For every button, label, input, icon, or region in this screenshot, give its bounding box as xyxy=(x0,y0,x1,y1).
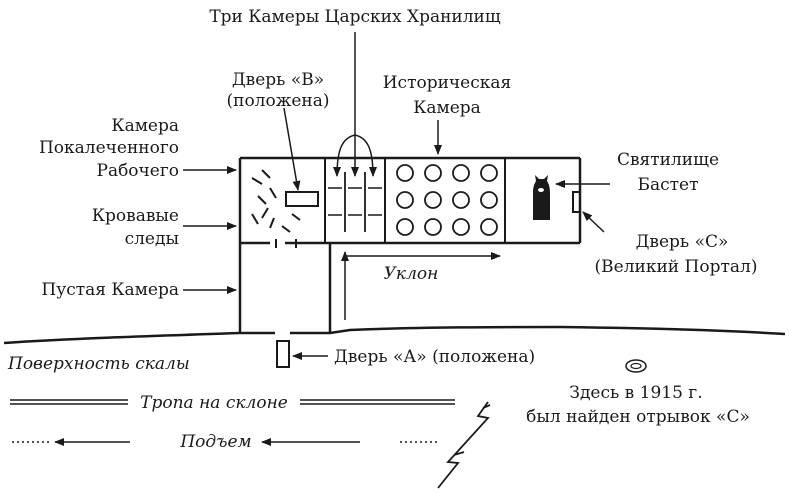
bloody-traces xyxy=(251,169,301,233)
label-hillside-path: Тропа на склоне xyxy=(140,393,288,413)
label-slope: Уклон xyxy=(384,264,439,284)
chamber-partitions xyxy=(324,158,506,243)
label-found-line2: был найден отрывок «С» xyxy=(526,407,750,427)
tomb-outline xyxy=(238,156,582,333)
slope-arrows xyxy=(341,251,501,320)
label-rock-surface: Поверхность скалы xyxy=(7,354,190,374)
label-door-c-line2: (Великий Портал) xyxy=(595,257,758,277)
label-sanctuary-line2: Бастет xyxy=(637,175,698,195)
leader-arrows xyxy=(183,107,610,360)
label-crippled-line1: Камера xyxy=(111,116,179,136)
bastet-cat-statue-icon xyxy=(533,175,550,220)
label-found-line1: Здесь в 1915 г. xyxy=(569,383,702,403)
label-door-c-line1: Дверь «С» xyxy=(636,232,729,252)
hillside-path-line xyxy=(10,399,455,405)
label-crippled-line2: Покалеченного xyxy=(39,138,179,158)
historic-chamber-jars xyxy=(396,164,498,236)
vault-arrows xyxy=(333,32,377,177)
label-sanctuary-line1: Святилище xyxy=(617,150,719,170)
fragment-location-icon xyxy=(625,359,647,373)
label-bloody-line1: Кровавые xyxy=(92,206,179,226)
label-historic-line1: Историческая xyxy=(383,73,512,93)
door-b-marker xyxy=(285,191,319,207)
title-three-vaults: Три Камеры Царских Хранилищ xyxy=(209,7,501,27)
label-door-b-line1: Дверь «В» xyxy=(232,70,324,90)
rock-surface-line xyxy=(3,325,786,345)
label-bloody-line2: следы xyxy=(125,229,179,249)
label-door-b-line2: (положена) xyxy=(226,91,329,111)
door-a-marker xyxy=(276,340,290,368)
label-empty-chamber: Пустая Камера xyxy=(41,280,179,300)
label-historic-line2: Камера xyxy=(413,98,481,118)
door-c-marker xyxy=(572,191,581,213)
label-door-a: Дверь «А» (положена) xyxy=(334,347,535,367)
label-crippled-line3: Рабочего xyxy=(97,161,180,181)
break-symbol-icon xyxy=(437,401,491,489)
label-ascent: Подъем xyxy=(179,432,251,452)
